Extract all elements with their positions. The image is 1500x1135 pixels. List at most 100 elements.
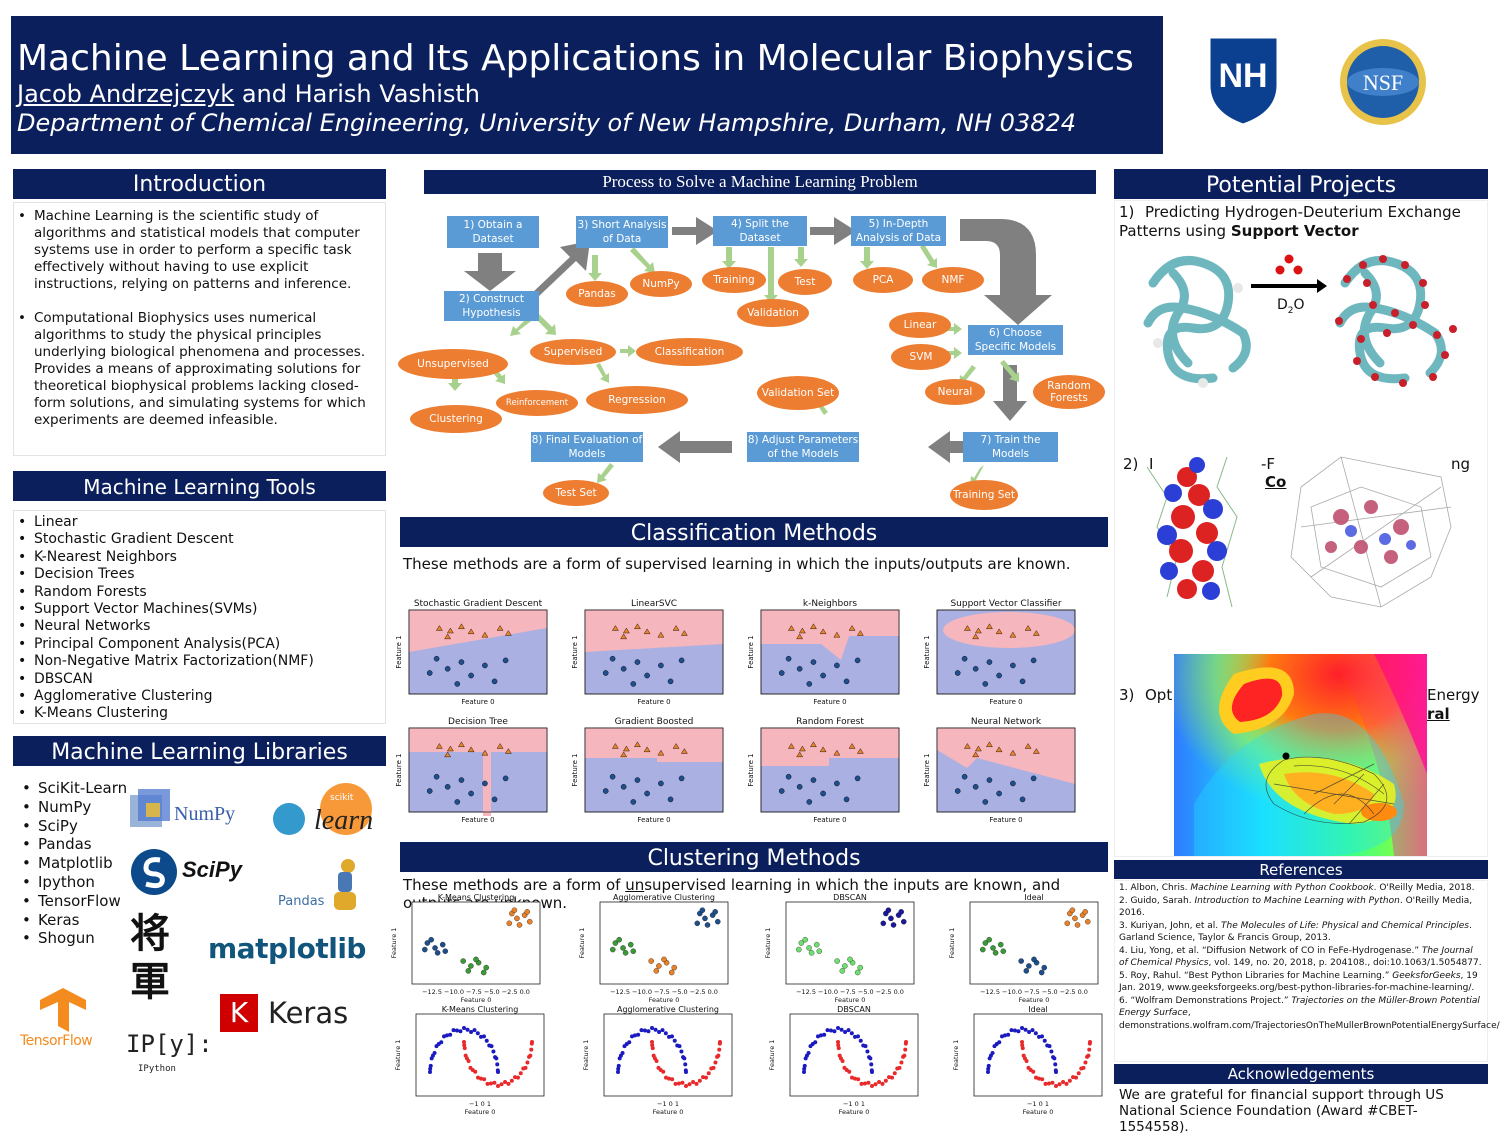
class-point-circle — [444, 784, 451, 790]
class-point-circle — [458, 659, 465, 665]
flow-oval-test: Test — [778, 269, 832, 295]
ipython-logo-sub: IPython — [138, 1064, 176, 1074]
cluster-point — [524, 909, 530, 915]
cluster-point — [870, 1070, 874, 1074]
ipython-logo: IP[y]: IPython — [126, 1030, 213, 1078]
class-point-circle — [986, 659, 993, 665]
plot-frame — [584, 609, 724, 695]
class-region-red — [585, 610, 723, 652]
cluster-point — [483, 964, 489, 971]
y-axis-label: Feature 1 — [571, 753, 579, 786]
class-point-circle — [810, 659, 817, 665]
cluster-point — [492, 1080, 497, 1085]
project-3-fragment: Energy — [1427, 686, 1480, 704]
class-point-triangle — [1024, 743, 1032, 749]
classification-heading: Classification Methods — [630, 521, 878, 546]
tensorflow-logo: TensorFlow — [18, 988, 108, 1049]
cluster-point — [527, 918, 533, 925]
cluster-point — [465, 1027, 470, 1032]
project-2-fragment: I — [1149, 455, 1154, 473]
cluster-point — [806, 1051, 811, 1055]
class-point-circle — [620, 784, 627, 790]
class-point-triangle — [436, 743, 443, 749]
library-item: Pandas — [22, 835, 127, 854]
class-point-triangle — [799, 627, 806, 634]
plot-frame — [599, 901, 729, 985]
flow-oval-unsupervised: Unsupervised — [398, 349, 508, 379]
class-point-triangle — [964, 743, 971, 749]
cluster-point — [1052, 1056, 1057, 1061]
cluster-point — [1037, 1076, 1041, 1081]
cluster-point — [424, 940, 431, 946]
scipy-logo: SciPy — [130, 848, 250, 896]
cluster-point — [1061, 1080, 1066, 1085]
clustering-heading-bar: Clustering Methods — [400, 842, 1108, 872]
tool-item: K-Nearest Neighbors — [18, 549, 385, 567]
plot-title: Gradient Boosted — [615, 717, 694, 727]
cluster-point — [863, 1044, 868, 1049]
molecular-structure-left — [1146, 456, 1238, 608]
svg-text:NH: NH — [1218, 57, 1267, 95]
cluster-point — [484, 1038, 489, 1043]
cluster-point — [854, 969, 861, 976]
cluster-point — [992, 950, 999, 956]
d2o-sub: 2 — [1287, 305, 1294, 316]
tool-item: Random Forests — [18, 584, 385, 602]
class-point-triangle — [1033, 630, 1040, 636]
class-point-circle — [644, 790, 650, 797]
class-point-triangle — [505, 748, 512, 754]
author-rest: and Harish Vashisth — [234, 80, 480, 108]
plot-title: DBSCAN — [837, 1005, 871, 1014]
library-item: Shogun — [22, 929, 127, 948]
muller-brown-energy-surface — [1174, 654, 1427, 856]
cluster-point — [642, 1028, 647, 1033]
plot-title: Agglomerative Clustering — [613, 893, 715, 902]
flow-oval-pandas: Pandas — [566, 281, 628, 307]
y-axis-label: Feature 1 — [764, 928, 772, 959]
cluster-point — [853, 1034, 857, 1039]
cluster-point — [857, 964, 863, 971]
intro-panel: Machine Learning is the scientific study… — [13, 202, 386, 456]
flowchart-arrows — [448, 217, 1052, 486]
cluster-point — [432, 1051, 437, 1055]
cluster-point — [808, 950, 815, 956]
clustering-heading: Clustering Methods — [647, 846, 861, 871]
cluster-point — [802, 936, 808, 943]
tools-heading: Machine Learning Tools — [83, 475, 316, 499]
x-tick-labels: −1 0 1 — [1027, 1100, 1049, 1108]
flow-oval-svm: SVM — [891, 344, 951, 370]
process-heading-bar: Process to Solve a Machine Learning Prob… — [424, 170, 1096, 194]
cluster-point — [633, 1033, 637, 1038]
class-point-circle — [468, 672, 474, 679]
cluster-point — [462, 1026, 466, 1030]
cluster-point — [842, 963, 848, 969]
cluster-point — [702, 915, 708, 922]
d2o-label: D2O — [1277, 297, 1305, 316]
cluster-point — [1053, 1062, 1058, 1067]
intro-heading: Introduction — [132, 172, 267, 197]
class-point-circle — [806, 799, 813, 805]
cluster-point — [862, 1081, 867, 1086]
cluster-point — [468, 963, 474, 969]
class-point-triangle — [819, 746, 827, 753]
cluster-point — [870, 1084, 874, 1088]
class-point-circle — [609, 655, 616, 662]
libraries-list: SciKit-Learn NumPy SciPy Pandas Matplotl… — [18, 779, 127, 948]
class-point-triangle — [612, 743, 619, 749]
plot-title: K-Means Clustering — [438, 893, 515, 902]
cluster-point — [620, 945, 626, 951]
cluster-point — [460, 958, 466, 964]
class-point-triangle — [972, 751, 979, 758]
author-primary: Jacob Andrzejczyk — [17, 80, 235, 108]
scikit-learn-logo: scikit learn — [272, 783, 376, 839]
class-point-circle — [1019, 678, 1026, 685]
cluster-point — [428, 1066, 433, 1071]
class-point-triangle — [1033, 748, 1040, 754]
cluster-plot: K-Means Clustering−12.5 −10.0 −7.5 −5.0 … — [390, 893, 541, 1004]
class-point-circle — [954, 670, 961, 676]
authors: Jacob Andrzejczyk and Harish Vashisth — [17, 80, 480, 108]
cluster-point — [1037, 1034, 1041, 1039]
cluster-point — [813, 1040, 818, 1045]
